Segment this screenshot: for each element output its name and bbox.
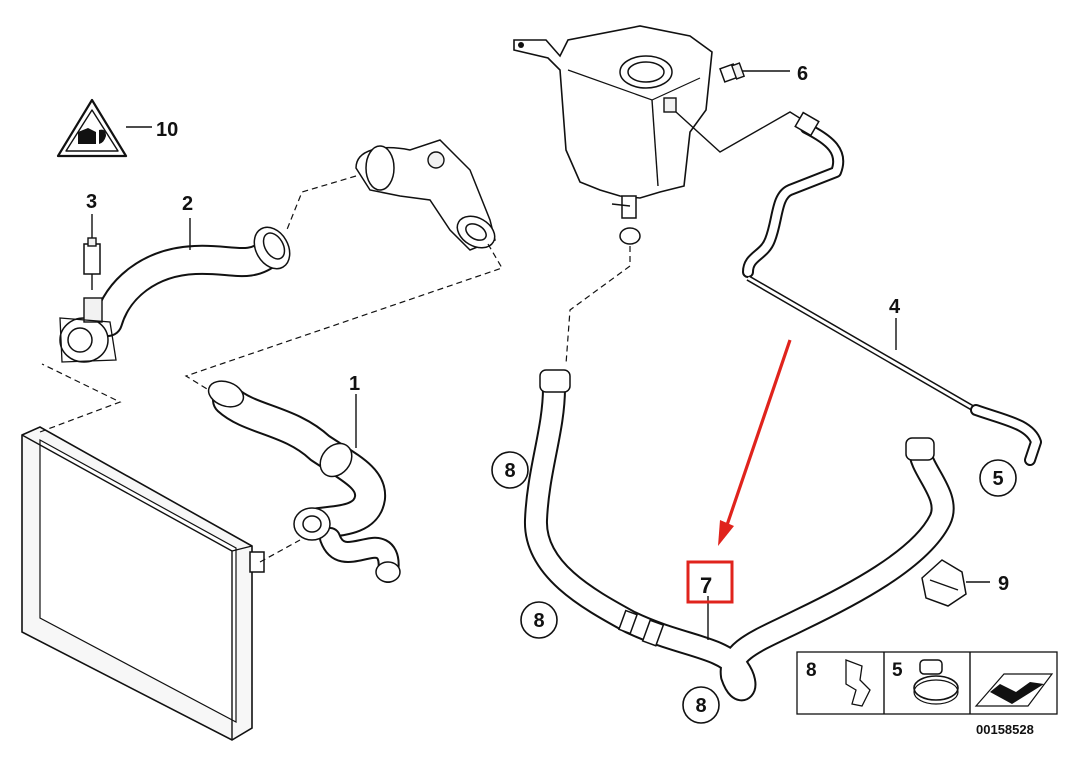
temperature-sensor (83, 237, 101, 290)
warning-triangle-icon (56, 98, 128, 158)
callout-8-c: 8 (695, 695, 706, 717)
callout-7: 7 (700, 573, 712, 598)
hose-2 (59, 226, 291, 363)
callout-8-a: 8 (504, 460, 515, 482)
callout-8-circle-b: 8 (520, 601, 558, 639)
callout-8-circle-a: 8 (491, 451, 529, 489)
reference-arrow-icon (974, 673, 1054, 707)
callout-4: 4 (889, 296, 901, 318)
expansion-tank (513, 25, 713, 245)
callout-2: 2 (182, 193, 193, 215)
hose-1 (207, 380, 401, 583)
legend-label-5: 5 (892, 660, 903, 681)
hose-7 (524, 369, 955, 702)
callout-8-b: 8 (533, 610, 544, 632)
callout-5: 5 (992, 468, 1003, 490)
hose-clamp-icon (845, 659, 871, 707)
vent-line-4 (742, 111, 1042, 466)
callout-10: 10 (156, 119, 178, 141)
callout-3: 3 (86, 191, 97, 213)
highlight-box (686, 560, 734, 604)
callout-6: 6 (797, 63, 808, 85)
thermostat-housing (355, 139, 496, 251)
drawing-number: 00158528 (976, 722, 1034, 737)
legend-label-8: 8 (806, 660, 817, 681)
callout-8-circle-c: 8 (682, 686, 720, 724)
callout-1: 1 (349, 373, 360, 395)
radiator (21, 426, 265, 741)
clip-9 (921, 559, 967, 607)
spring-clamp-icon (913, 659, 959, 705)
legend-box: 8 5 (796, 651, 1058, 715)
highlight-arrow (718, 339, 792, 546)
callout-5-circle: 5 (979, 459, 1017, 497)
bleed-screw (719, 62, 746, 83)
callout-9: 9 (998, 573, 1009, 595)
